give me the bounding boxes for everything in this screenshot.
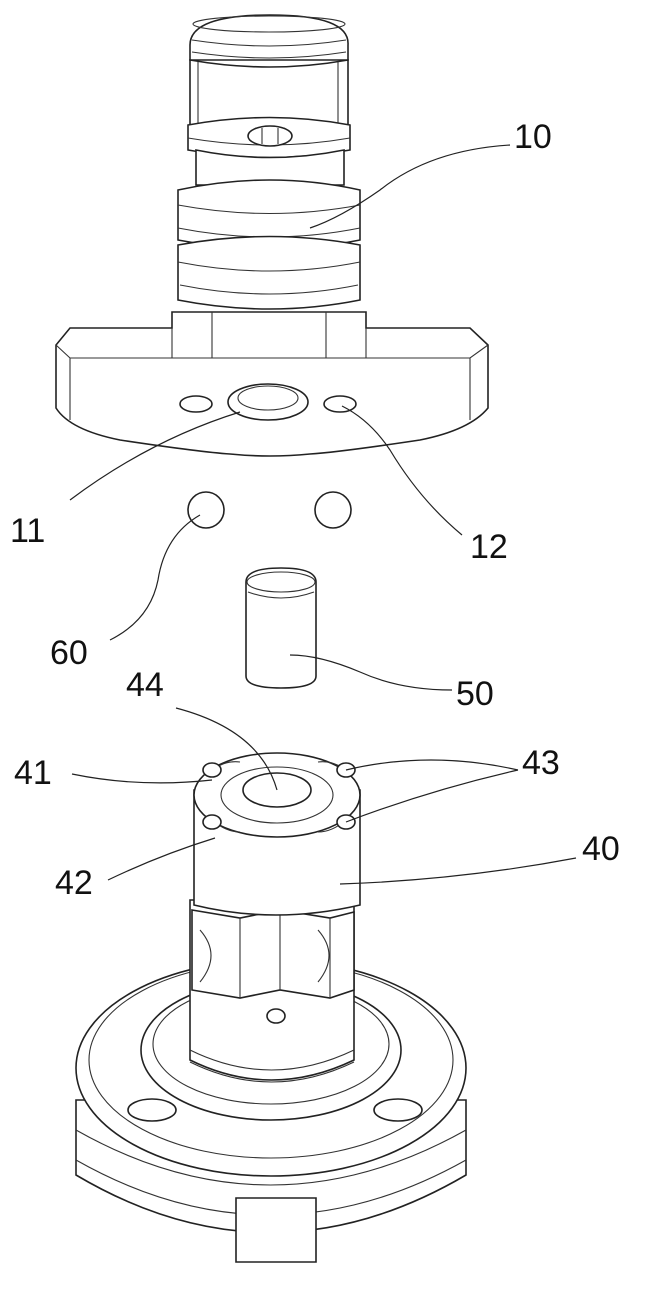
label-60: 60 [50, 636, 88, 670]
label-41: 41 [14, 756, 52, 790]
part-40-body [76, 753, 466, 1262]
leader-43a [346, 760, 518, 770]
leader-40 [340, 858, 576, 884]
label-42: 42 [55, 866, 93, 900]
label-12: 12 [470, 530, 508, 564]
leader-43b [346, 770, 518, 822]
label-11: 11 [10, 514, 45, 548]
leader-41 [72, 774, 212, 783]
part-60-balls [188, 492, 351, 528]
part-50-pin [246, 568, 316, 688]
label-10: 10 [514, 120, 552, 154]
leader-60 [110, 515, 200, 640]
label-50: 50 [456, 677, 494, 711]
part-10-shaft [56, 15, 488, 456]
label-40: 40 [582, 832, 620, 866]
label-44: 44 [126, 668, 164, 702]
label-43: 43 [522, 746, 560, 780]
